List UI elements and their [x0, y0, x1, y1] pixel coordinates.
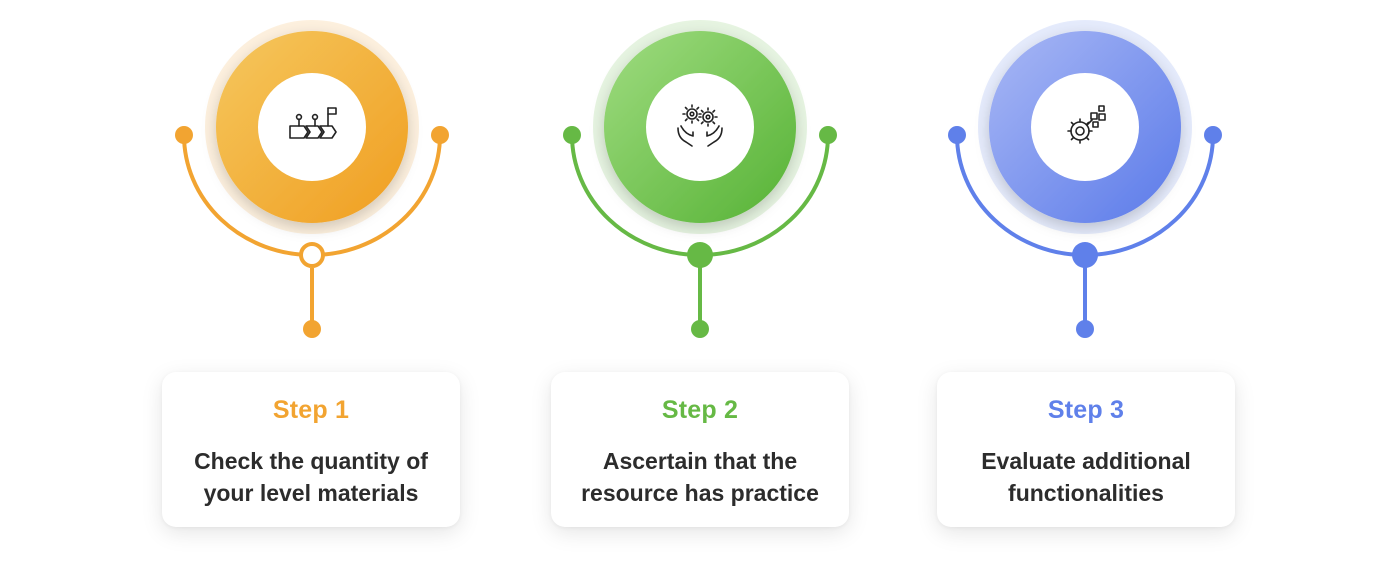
step-3-icon-bg	[1031, 73, 1139, 181]
step-3-stem-dot	[1076, 320, 1094, 338]
step-3-arc-right-dot	[1204, 126, 1222, 144]
step-2-connector	[563, 20, 837, 338]
step-3-card: Step 3 Evaluate additional functionaliti…	[937, 372, 1235, 527]
step-1-icon-bg	[258, 73, 366, 181]
step-1-card: Step 1 Check the quantity of your level …	[162, 372, 460, 527]
step-2-arc-right-dot	[819, 126, 837, 144]
hands-gears-icon	[677, 104, 723, 147]
step-1-arc-right-dot	[431, 126, 449, 144]
step-2-card: Step 2 Ascertain that the resource has p…	[551, 372, 849, 527]
step-2-stem-dot	[691, 320, 709, 338]
step-3-title: Step 3	[1047, 396, 1125, 424]
step-2-arc-left-dot	[563, 126, 581, 144]
step-2-description: Ascertain that the resource has practice	[581, 448, 819, 506]
step-1-stem-dot	[303, 320, 321, 338]
workflow-flag-icon	[289, 107, 337, 139]
step-3-center-marker	[1072, 242, 1098, 268]
step-3-description: Evaluate additional functionalities	[981, 448, 1191, 506]
step-2-center-marker	[687, 242, 713, 268]
gear-blocks-icon	[1067, 105, 1106, 144]
step-1-center-marker	[299, 242, 325, 268]
step-1-graphic	[152, 0, 472, 350]
step-3-graphic	[925, 0, 1245, 350]
step-2-title: Step 2	[661, 396, 739, 424]
step-1-arc-left-dot	[175, 126, 193, 144]
step-1-title: Step 1	[272, 396, 350, 424]
step-2-icon-bg	[646, 73, 754, 181]
step-1-description: Check the quantity of your level materia…	[194, 448, 428, 506]
step-3-connector	[948, 20, 1222, 338]
step-1-connector	[175, 20, 449, 338]
step-2-graphic	[540, 0, 860, 350]
step-3-arc-left-dot	[948, 126, 966, 144]
